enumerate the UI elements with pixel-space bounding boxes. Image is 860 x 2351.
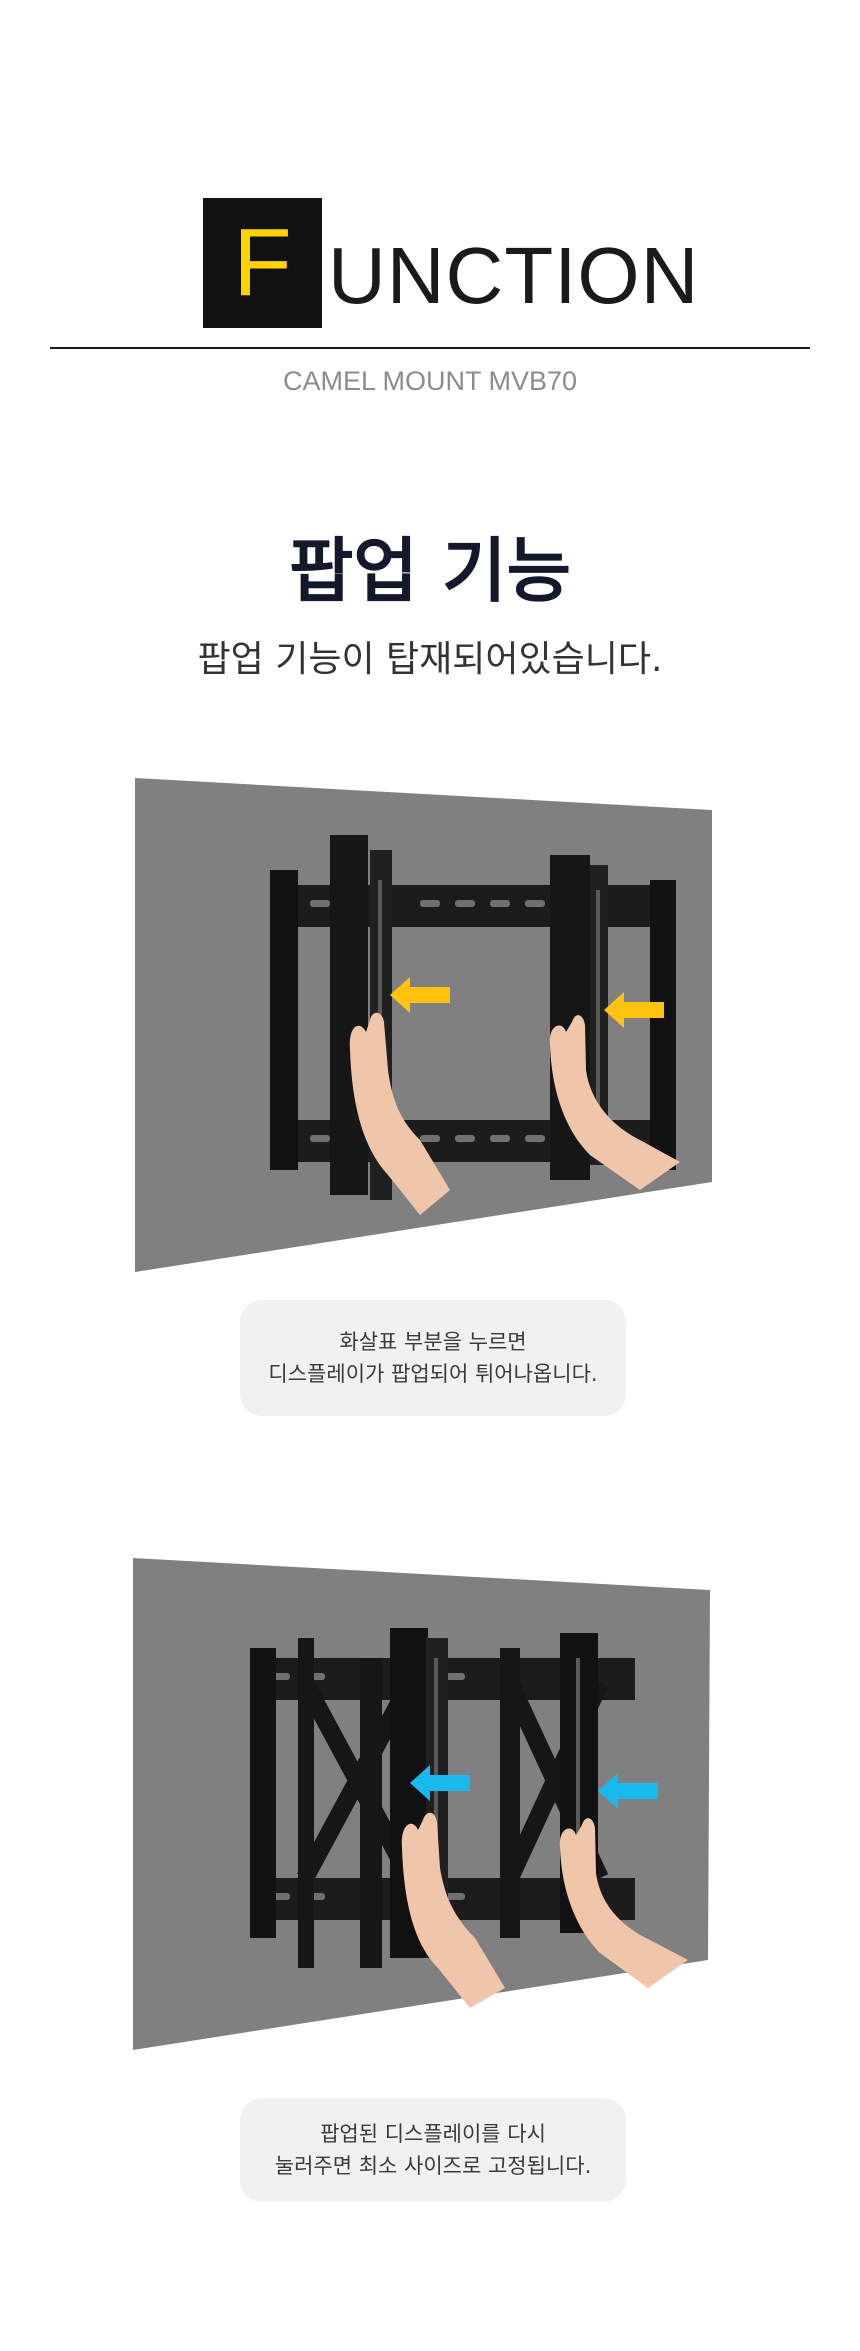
section-title: 팝업 기능 [289, 530, 571, 612]
left-hand [401, 1812, 505, 2008]
caption-line: 디스플레이가 팝업되어 튀어나옵니다. [268, 1362, 598, 1386]
caption-line: 화살표 부분을 누르면 [339, 1330, 527, 1354]
logo-letter: F [233, 209, 292, 316]
caption-box-1: 화살표 부분을 누르면 디스플레이가 팝업되어 튀어나옵니다. [240, 1300, 626, 1416]
caption-box-2: 팝업된 디스플레이를 다시 눌러주면 최소 사이즈로 고정됩니다. [240, 2098, 626, 2202]
popup-mount-illustration [135, 778, 712, 1272]
retract-mount-illustration [133, 1558, 710, 2050]
wall-mount-bracket [250, 1628, 635, 1968]
right-hand [549, 1015, 680, 1190]
header-divider [50, 347, 810, 349]
arrow-left-icon [604, 992, 664, 1028]
caption-line: 눌러주면 최소 사이즈로 고정됩니다. [274, 2154, 592, 2178]
caption-line: 팝업된 디스플레이를 다시 [320, 2122, 546, 2146]
right-hand [559, 1818, 688, 1988]
arrow-left-icon [410, 1765, 470, 1801]
section-description: 팝업 기능이 탑재되어있습니다. [197, 639, 663, 680]
arrow-left-icon [598, 1773, 658, 1809]
function-logo-box: F [203, 198, 322, 328]
left-hand [349, 1012, 450, 1215]
product-name: CAMEL MOUNT MVB70 [282, 366, 578, 396]
arrow-left-icon [390, 977, 450, 1013]
function-heading: UNCTION [328, 231, 700, 320]
